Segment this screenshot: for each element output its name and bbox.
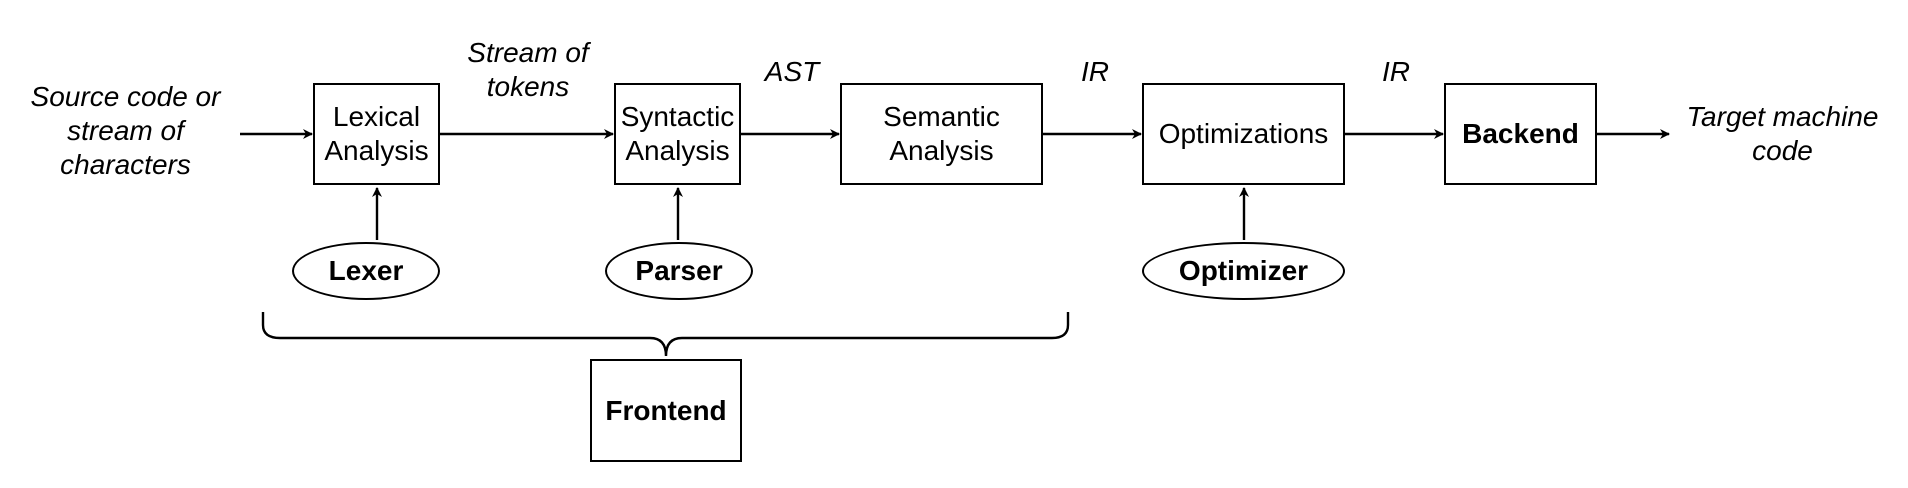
optimizations-label: Optimizations [1158,118,1329,149]
frontend-box: Frontend [590,359,742,462]
lexical-analysis-label: Lexical Analysis [324,101,429,166]
backend-label: Backend [1462,118,1579,149]
semantic-analysis-box: Semantic Analysis [840,83,1043,185]
edge-label-ir-1: IR [1081,56,1109,87]
edge-label-tokens: Stream of tokens [467,37,589,102]
edge-label-ast: AST [764,56,820,87]
parser-label: Parser [635,255,723,286]
edge-label-ir-2: IR [1382,56,1410,87]
frontend-label: Frontend [605,394,727,426]
syntactic-analysis-label: Syntactic Analysis [620,101,735,166]
lexer-ellipse: Lexer [292,242,440,300]
semantic-analysis-label: Semantic Analysis [883,101,1000,166]
optimizer-label: Optimizer [1178,255,1309,286]
optimizations-box: Optimizations [1142,83,1345,185]
optimizer-ellipse: Optimizer [1142,242,1345,300]
parser-ellipse: Parser [605,242,753,300]
syntactic-analysis-box: Syntactic Analysis [614,83,741,185]
lexical-analysis-box: Lexical Analysis [313,83,440,185]
output-label: Target machine code [1686,101,1879,166]
input-label: Source code or stream of characters [30,81,221,180]
frontend-brace [261,312,1070,357]
backend-box: Backend [1444,83,1597,185]
lexer-label: Lexer [328,255,404,286]
